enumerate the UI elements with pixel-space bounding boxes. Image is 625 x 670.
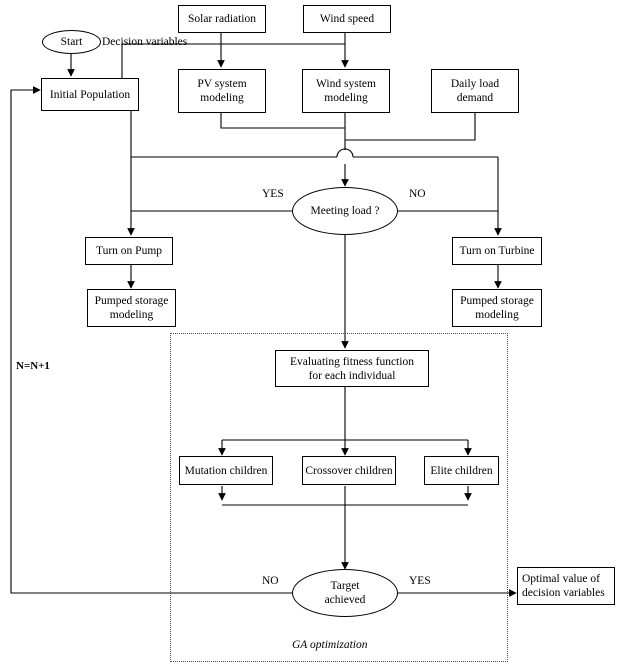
- node-pumped-storage-left[interactable]: Pumped storage modeling: [87, 289, 176, 327]
- edge-label-target-no: NO: [262, 575, 279, 587]
- edge-label-target-yes: YES: [409, 575, 431, 587]
- line-hop-arc: [336, 148, 354, 158]
- edge-label-decision-variables: Decision variables: [102, 36, 188, 48]
- node-start[interactable]: Start: [42, 30, 101, 54]
- group-ga-optimization-label: GA optimization: [292, 639, 368, 651]
- node-mutation-children[interactable]: Mutation children: [179, 456, 273, 485]
- edge-decision-variables-bus: [121, 43, 345, 78]
- edge-target-no-feedback: [10, 86, 292, 594]
- node-daily-load-demand[interactable]: Daily load demand: [431, 69, 519, 113]
- node-wind-speed[interactable]: Wind speed: [303, 5, 391, 33]
- node-elite-children[interactable]: Elite children: [424, 456, 499, 485]
- node-optimal-value[interactable]: Optimal value of decision variables: [517, 567, 615, 605]
- node-wind-system-modeling[interactable]: Wind system modeling: [302, 69, 390, 113]
- node-solar-radiation[interactable]: Solar radiation: [178, 5, 266, 33]
- node-meeting-load[interactable]: Meeting load ?: [292, 187, 398, 235]
- node-target-achieved[interactable]: Target achieved: [292, 569, 398, 617]
- edge-label-counter-increment: N=N+1: [16, 360, 50, 372]
- node-crossover-children[interactable]: Crossover children: [302, 456, 396, 485]
- node-turn-on-pump[interactable]: Turn on Pump: [85, 237, 173, 265]
- node-pv-system-modeling[interactable]: PV system modeling: [178, 69, 266, 113]
- node-pumped-storage-right[interactable]: Pumped storage modeling: [452, 289, 542, 327]
- node-turn-on-turbine[interactable]: Turn on Turbine: [452, 237, 542, 265]
- edge-label-meeting-load-yes: YES: [262, 188, 284, 200]
- group-ga-optimization: [170, 333, 508, 662]
- edge-pv-to-trunk: [220, 113, 345, 129]
- edge-label-meeting-load-no: NO: [409, 188, 426, 200]
- edge-dailyload-to-bus: [345, 113, 476, 141]
- node-evaluating-fitness[interactable]: Evaluating fitness function for each ind…: [275, 350, 429, 387]
- node-initial-population[interactable]: Initial Population: [41, 78, 139, 111]
